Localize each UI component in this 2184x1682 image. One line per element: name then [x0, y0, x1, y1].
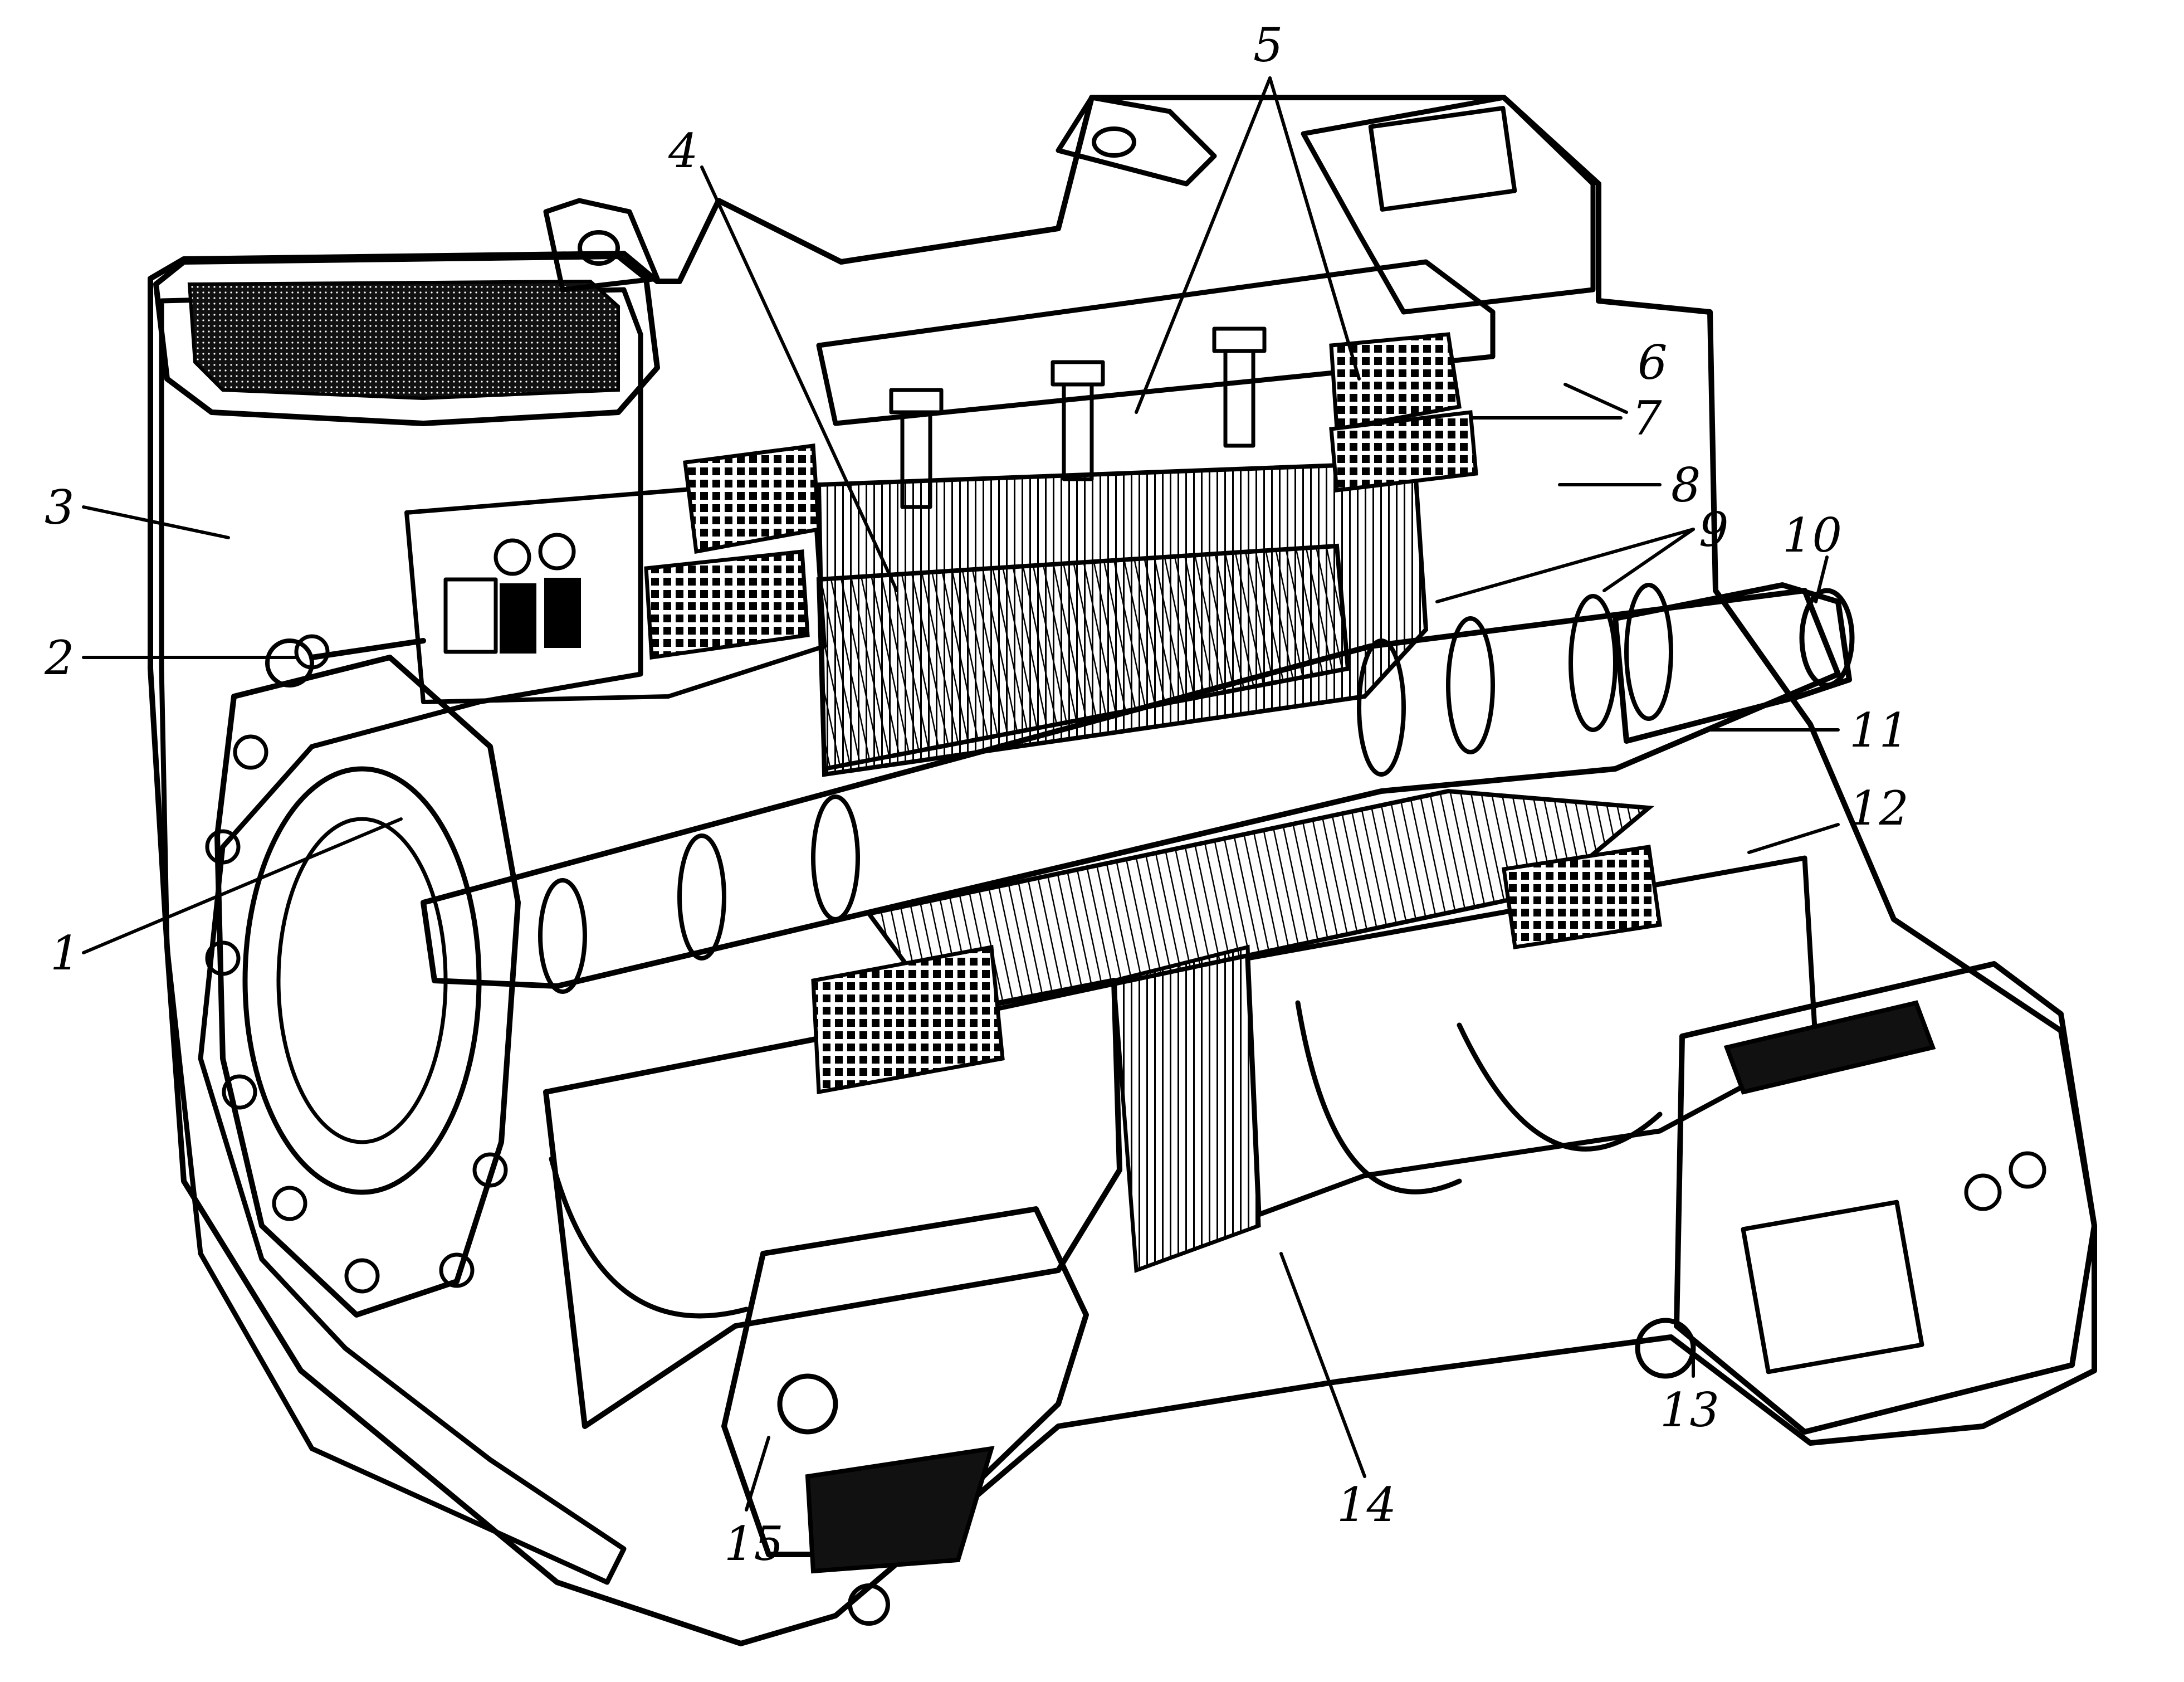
lifting-lug-left	[543, 198, 660, 292]
terminal-box-window	[1368, 106, 1517, 212]
callout-1: 1	[50, 926, 80, 981]
frame-lower-shells	[543, 845, 1819, 1429]
leader-lines	[82, 76, 1840, 1512]
callout-11: 11	[1849, 703, 1909, 758]
callout-15: 15	[724, 1517, 784, 1571]
stator-core	[816, 460, 1429, 777]
callout-10: 10	[1782, 508, 1842, 563]
leader-1	[82, 817, 403, 954]
armature-winding	[865, 788, 1655, 1273]
leader-5b	[1268, 76, 1361, 381]
leader-5a	[1135, 76, 1272, 414]
callout-6: 6	[1638, 335, 1667, 390]
callout-labels: 1 2 3 4 5 6 7 8 9 10 11 12 13 14 15	[44, 18, 1909, 1571]
terminal-box-lower	[1635, 961, 2097, 1435]
motor-housing	[148, 95, 2097, 1646]
end-shield-plate	[159, 287, 643, 1585]
bearing-shield-flange	[205, 634, 521, 1318]
callout-7: 7	[1632, 391, 1662, 446]
leader-14	[1279, 1252, 1366, 1478]
armature-shaft	[421, 582, 1855, 994]
brush-gear-upper-left	[404, 443, 827, 704]
callout-13: 13	[1660, 1383, 1719, 1437]
leader-9b	[1435, 528, 1695, 603]
callout-12: 12	[1849, 781, 1909, 836]
leader-10	[1814, 555, 1829, 603]
leader-4	[700, 165, 898, 592]
lifting-lug-right	[1056, 95, 1217, 187]
leader-15	[745, 1436, 770, 1512]
shaft-end	[1613, 582, 1852, 744]
callout-14: 14	[1337, 1478, 1396, 1532]
main-pole-bolts	[889, 326, 1267, 509]
flange-bolts	[205, 634, 508, 1294]
leader-3	[82, 505, 230, 539]
leader-9a	[1602, 528, 1695, 592]
leader-6	[1564, 383, 1628, 414]
callout-5: 5	[1253, 18, 1283, 72]
field-coil-upper	[1329, 332, 1478, 493]
top-cover	[816, 259, 1496, 426]
callout-4: 4	[668, 124, 698, 178]
leader-12	[1747, 823, 1840, 854]
ventilation-opening	[187, 279, 620, 401]
callout-8: 8	[1671, 458, 1701, 513]
brush-inspection-box	[721, 1206, 1089, 1626]
callout-2: 2	[44, 631, 74, 685]
ventilation-hatch	[153, 253, 660, 426]
callout-9: 9	[1699, 503, 1728, 557]
callout-3: 3	[45, 480, 74, 535]
terminal-box-top	[1301, 95, 1596, 315]
